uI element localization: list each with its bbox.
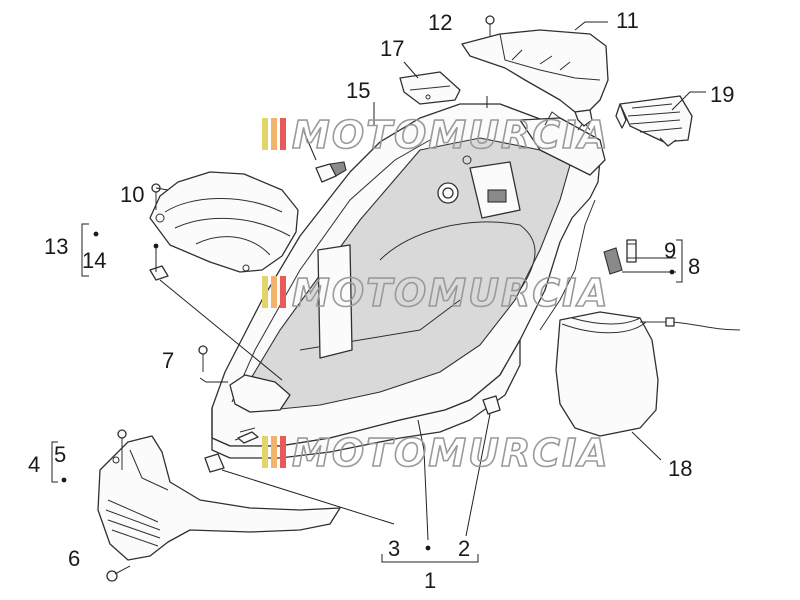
rear-cover-part-11 <box>461 29 609 127</box>
bracket-4-5 <box>51 441 67 483</box>
helmet-lid-part-13 <box>149 171 299 273</box>
watermark-text: MOTOMURCIA <box>292 113 610 157</box>
callout-7: 7 <box>162 348 174 373</box>
connector-part-15 <box>315 161 347 183</box>
callout-8: 8 <box>688 254 700 279</box>
callout-1: 1 <box>424 568 436 593</box>
callout-14: 14 <box>82 248 106 273</box>
callout-5: 5 <box>54 442 66 467</box>
bracket-8-9 <box>669 239 683 283</box>
grille-part-19 <box>615 95 693 147</box>
screw-part-12 <box>485 15 495 36</box>
cover-plate-part-17 <box>399 71 461 105</box>
bracket-1-2-3 <box>381 545 479 563</box>
bracket-13-14 <box>81 223 159 277</box>
screw-part-7 <box>198 345 208 372</box>
screw-part-5 <box>117 429 127 470</box>
screw-part-6 <box>106 565 131 582</box>
sticker-part-8 <box>603 247 623 275</box>
callout-12: 12 <box>428 10 452 35</box>
clip-part-14 <box>149 265 169 281</box>
liner-part-18 <box>555 311 741 437</box>
callout-15: 15 <box>346 78 370 103</box>
lower-cover-part-4 <box>97 435 341 561</box>
clip-part-3 <box>204 453 225 473</box>
watermark-text: MOTOMURCIA <box>292 431 610 475</box>
callout-6: 6 <box>68 546 80 571</box>
watermark: MOTOMURCIA MOTOMURCIA MOTOMURCIA <box>262 112 610 476</box>
callout-10: 10 <box>120 182 144 207</box>
callout-9: 9 <box>664 238 676 263</box>
helmet-compartment <box>211 103 606 459</box>
callout-4: 4 <box>28 452 40 477</box>
callout-13: 13 <box>44 234 68 259</box>
clip-part-2 <box>482 395 501 415</box>
callout-3: 3 <box>388 536 400 561</box>
callout-2: 2 <box>458 536 470 561</box>
callout-labels: 1 2 3 4 5 6 7 8 9 10 11 12 13 14 15 17 1… <box>28 8 734 593</box>
callout-19: 19 <box>710 82 734 107</box>
leader-lines <box>155 21 706 541</box>
callout-18: 18 <box>668 456 692 481</box>
fuse-part-9 <box>626 239 637 263</box>
callout-11: 11 <box>616 8 639 33</box>
watermark-text: MOTOMURCIA <box>292 271 610 315</box>
callout-17: 17 <box>380 36 404 61</box>
